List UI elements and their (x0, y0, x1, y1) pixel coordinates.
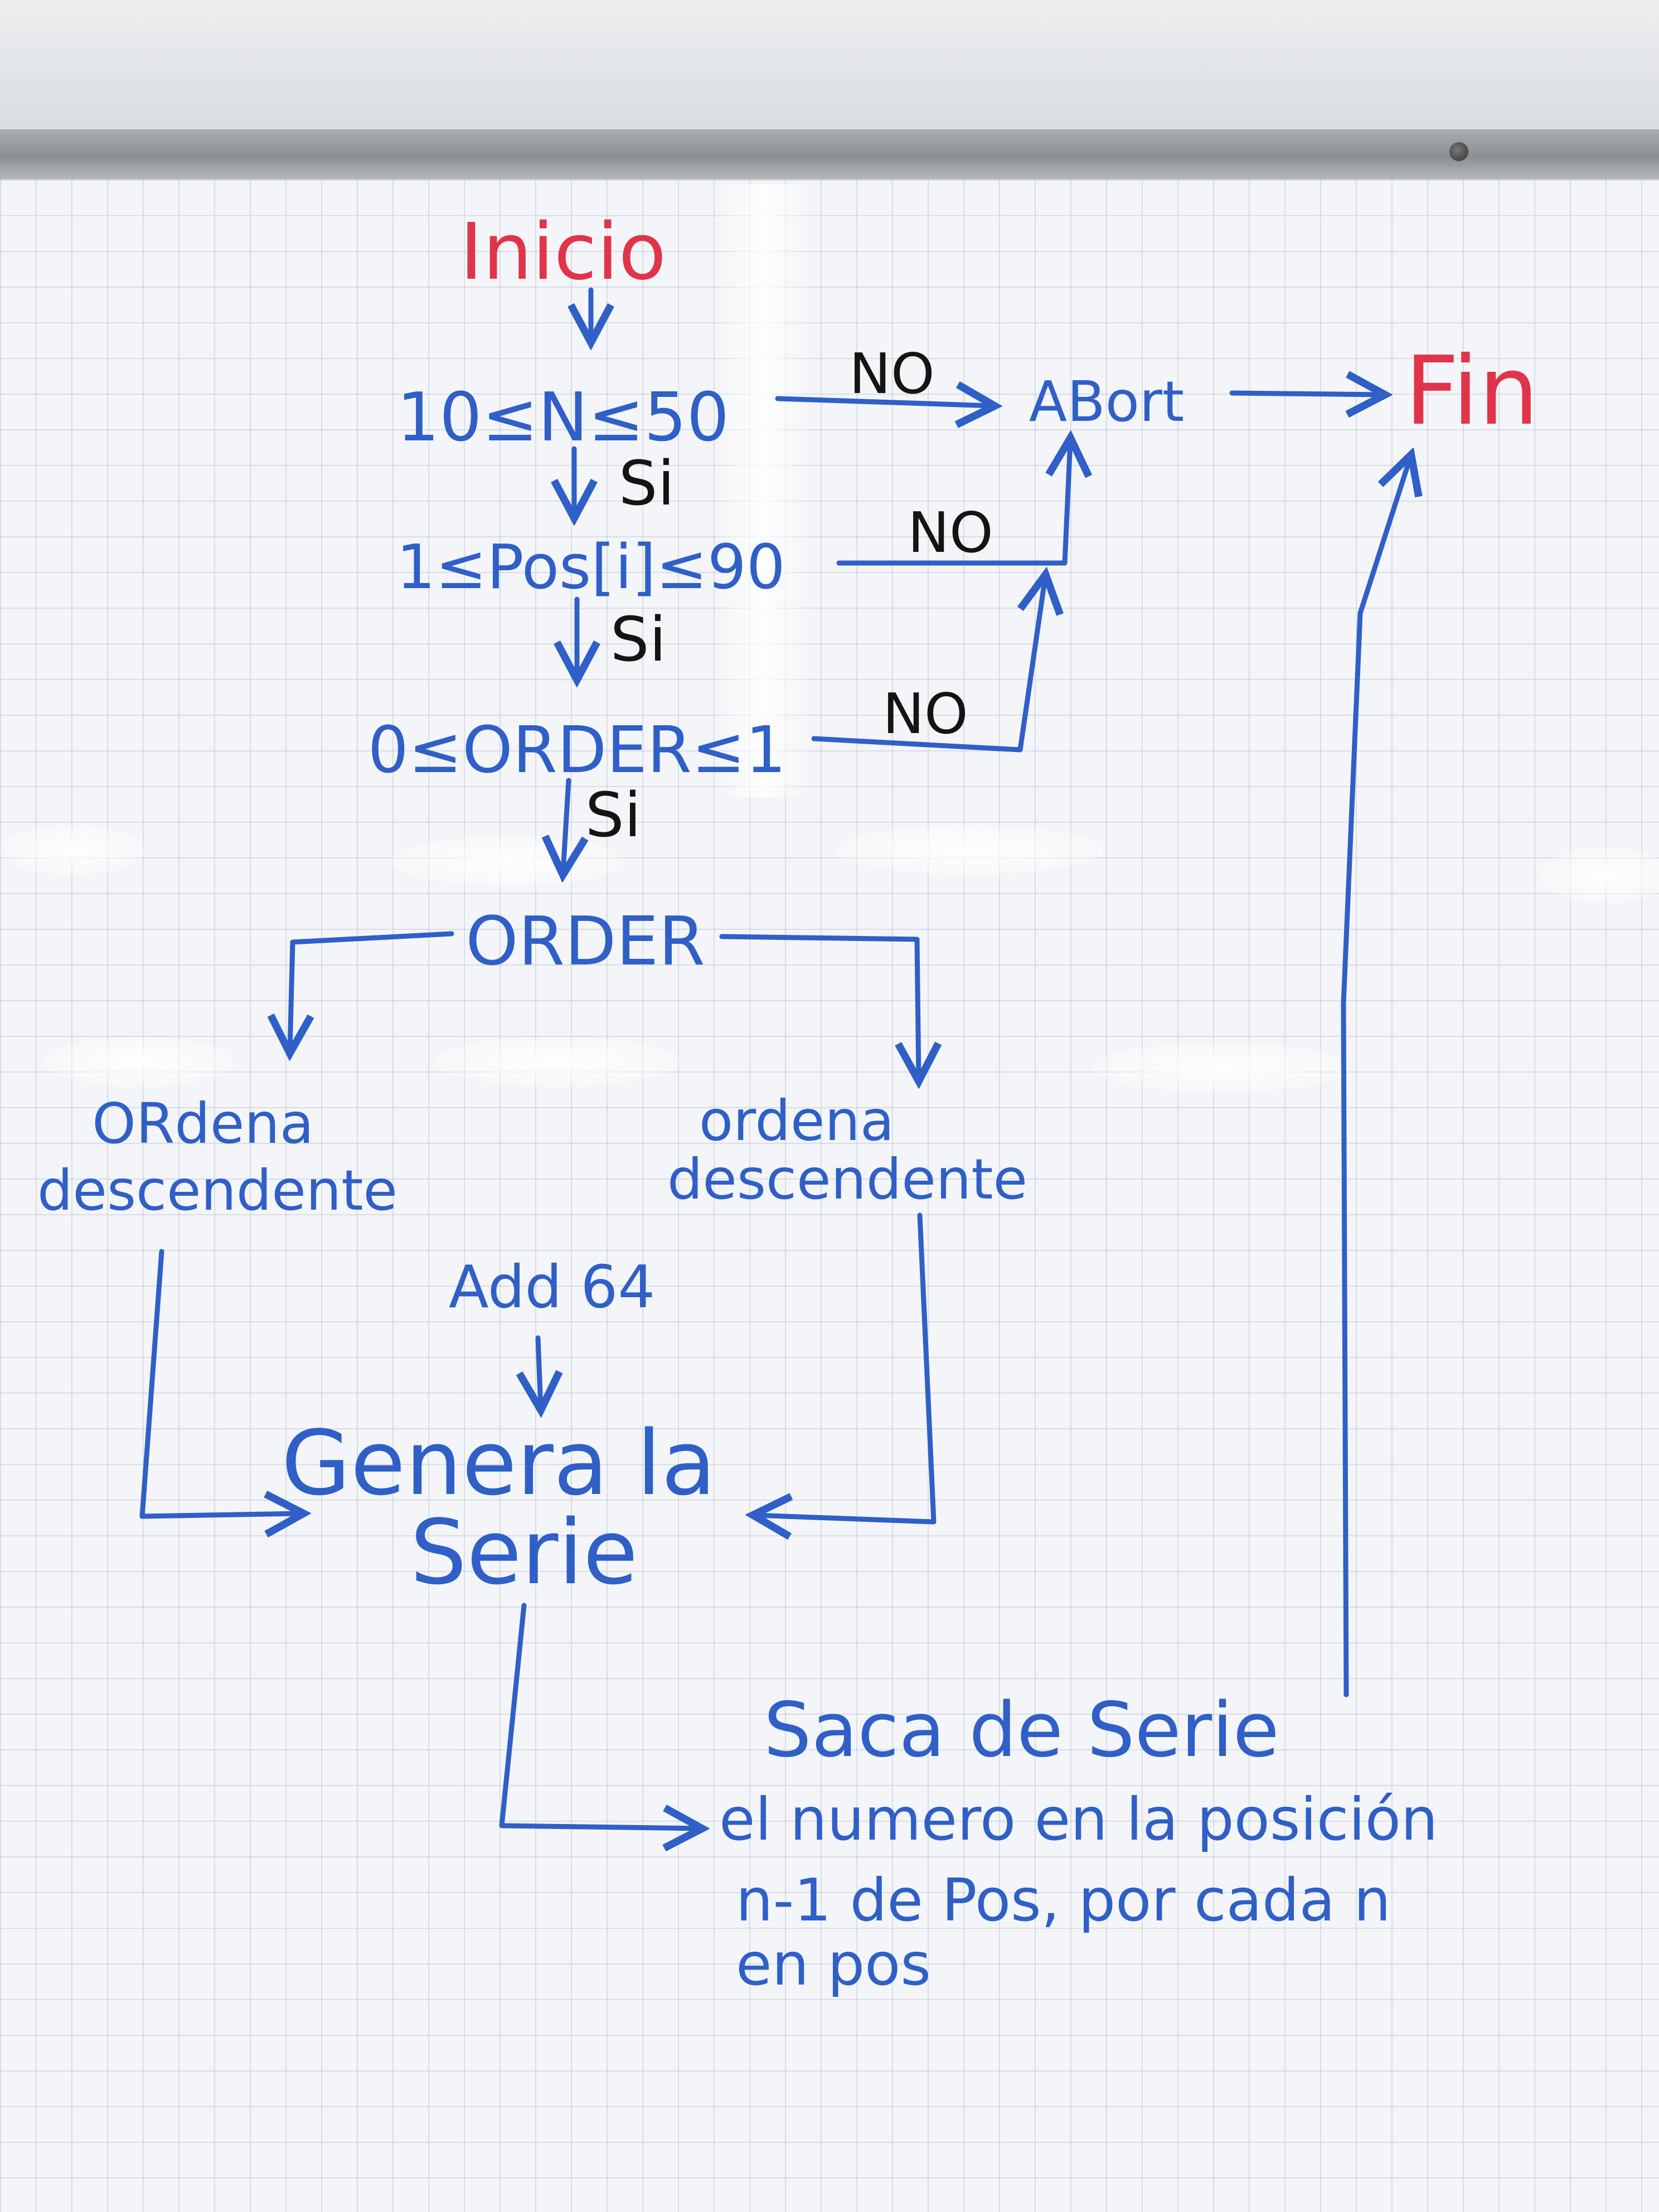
edge-label-no: NO (908, 500, 993, 565)
arrow-order-right (719, 934, 919, 1079)
edge-label-si: Si (619, 448, 675, 519)
arrow-saca-to-fin (1341, 457, 1410, 1697)
arrow-check-order-si (563, 778, 569, 872)
edge-label-si: Si (585, 779, 641, 851)
right-sort-line: descendente (667, 1147, 1027, 1212)
right-sort-box: ordena descendente (667, 1088, 1027, 1212)
genera-line: Genera la (282, 1411, 716, 1515)
order-decision: ORDER (465, 903, 705, 981)
saca-line: n-1 de Pos, por cada n (736, 1866, 1391, 1934)
arrow-check-pos-no (836, 440, 1070, 566)
genera-line: Serie (410, 1500, 638, 1604)
arrow-check-order-no (811, 577, 1045, 753)
condition-n-range: 10≤N≤50 (397, 379, 729, 457)
arrow-add64-to-genera (538, 1335, 541, 1408)
arrow-abort-to-fin (1229, 393, 1382, 395)
arrow-check-n-no (775, 399, 992, 406)
whiteboard-frame (0, 129, 1659, 180)
saca-serie-node: Saca de Serie el numero en la posición n… (719, 1686, 1457, 1998)
arrow-left-sort-to-genera (139, 1249, 301, 1516)
condition-pos-range: 1≤Pos[i]≤90 (396, 531, 785, 603)
abort-node: ABort (1029, 369, 1185, 434)
left-sort-line: descendente (37, 1158, 397, 1223)
add64-node: Add 64 (449, 1253, 655, 1321)
saca-line: Saca de Serie (764, 1686, 1279, 1774)
edge-label-no: NO (849, 341, 935, 406)
edge-label-no: NO (882, 681, 968, 746)
left-sort-line: ORdena (92, 1091, 314, 1156)
screw-icon (1449, 142, 1468, 161)
arrow-genera-to-saca (499, 1603, 700, 1828)
start-node: Inicio (460, 207, 666, 298)
arrow-order-left (290, 931, 454, 1051)
saca-line: en pos (736, 1930, 931, 1998)
end-node: Fin (1405, 336, 1539, 447)
saca-line: el numero en la posición (719, 1786, 1438, 1854)
wall (0, 0, 1659, 134)
edge-label-si: Si (610, 604, 666, 675)
genera-serie-node: Genera la Serie (282, 1411, 744, 1604)
right-sort-line: ordena (699, 1088, 894, 1153)
arrow-right-sort-to-genera (755, 1212, 937, 1522)
condition-order-range: 0≤ORDER≤1 (368, 713, 787, 788)
whiteboard-surface (0, 180, 1659, 2212)
left-sort-box: ORdena descendente (37, 1091, 397, 1223)
